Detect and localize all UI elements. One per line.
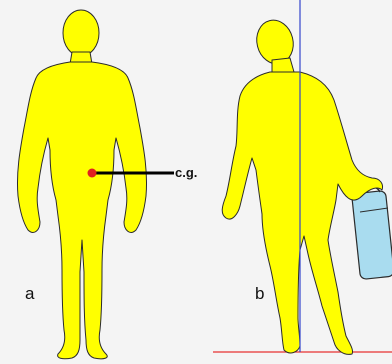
suitcase-body [352, 190, 392, 279]
figure-b-walking-body [222, 16, 382, 354]
center-of-gravity-label: c.g. [175, 166, 197, 179]
figure-a-head [63, 10, 99, 56]
panel-label-a: a [25, 285, 34, 302]
figure-a-torso [17, 62, 146, 359]
figure-a-standing-body [17, 10, 146, 359]
panel-label-b: b [255, 285, 264, 302]
suitcase [352, 187, 392, 279]
center-of-gravity-marker [88, 169, 97, 178]
